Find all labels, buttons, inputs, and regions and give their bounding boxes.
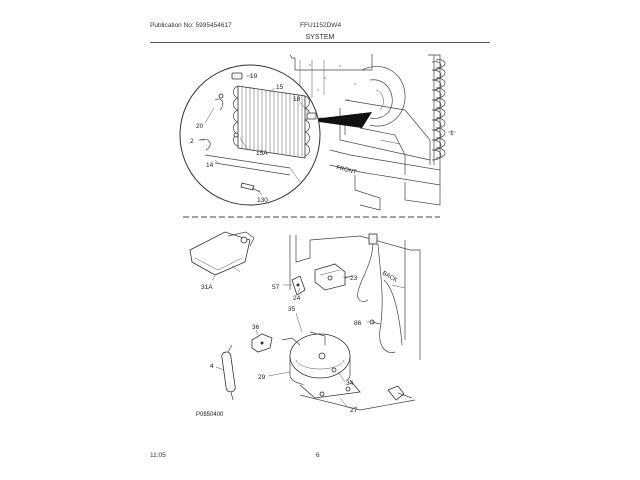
callout-1: 1 bbox=[450, 130, 454, 137]
callout-15: 15 bbox=[276, 84, 284, 91]
ground-screw bbox=[369, 319, 381, 325]
compressor-compartment bbox=[289, 235, 421, 411]
drain-pan bbox=[189, 231, 255, 276]
detail-pointer-arrow bbox=[305, 112, 372, 128]
tube-fitting bbox=[233, 132, 239, 138]
callout-86: 86 bbox=[354, 320, 362, 327]
callout-27: 27 bbox=[350, 407, 358, 414]
section-title: SYSTEM bbox=[305, 34, 335, 41]
callout-18: 18 bbox=[293, 96, 301, 103]
callout-24: 24 bbox=[293, 295, 301, 302]
terminal-cover bbox=[251, 333, 273, 353]
figure-code: P0850400 bbox=[196, 412, 224, 418]
callout-57: 57 bbox=[272, 284, 280, 291]
power-cord bbox=[357, 233, 403, 353]
wire-connector bbox=[218, 93, 224, 99]
callout-2: 2 bbox=[190, 138, 194, 145]
cabinet-illustration bbox=[289, 54, 441, 211]
filter-drier bbox=[221, 344, 236, 401]
evaporator-clip bbox=[306, 112, 317, 120]
callout-19: 19 bbox=[250, 73, 258, 80]
callout-23: 23 bbox=[350, 275, 358, 282]
callout-35: 35 bbox=[288, 306, 296, 313]
callout-15a: 15A bbox=[256, 150, 268, 157]
drain-tube bbox=[199, 138, 211, 151]
cord-plug bbox=[368, 233, 378, 245]
callout-20: 20 bbox=[196, 123, 204, 130]
publication-number: Publication No: 5995454617 bbox=[150, 22, 232, 29]
footer-time: 11:05 bbox=[150, 452, 166, 459]
relay-bracket bbox=[291, 275, 306, 296]
callout-14: 14 bbox=[206, 162, 214, 169]
model-number: FFU1152DW4 bbox=[300, 22, 342, 29]
callout-36: 36 bbox=[252, 324, 260, 331]
front-label: FRONT bbox=[336, 165, 358, 176]
callout-34: 34 bbox=[346, 380, 354, 387]
mounting-screw bbox=[240, 182, 261, 193]
upper-leader-lines bbox=[198, 75, 309, 196]
header-rule bbox=[150, 42, 490, 43]
compressor bbox=[281, 331, 361, 399]
lower-leader-lines bbox=[211, 275, 370, 409]
back-label: BACK bbox=[381, 271, 398, 284]
condenser-coil bbox=[431, 59, 456, 161]
callout-31a: 31A bbox=[201, 284, 213, 291]
callout-130: 130 bbox=[257, 197, 268, 204]
page-number: 6 bbox=[316, 452, 320, 459]
callout-29: 29 bbox=[258, 374, 266, 381]
evaporator-fins bbox=[233, 85, 310, 159]
mounting-grommet bbox=[387, 385, 413, 401]
relay-overload bbox=[314, 263, 353, 291]
heater-wire bbox=[214, 98, 224, 111]
evaporator-detail-circle bbox=[179, 64, 321, 206]
defrost-terminator bbox=[231, 72, 243, 80]
callout-4: 4 bbox=[210, 363, 214, 370]
